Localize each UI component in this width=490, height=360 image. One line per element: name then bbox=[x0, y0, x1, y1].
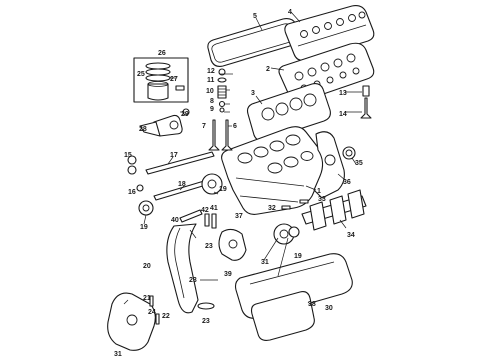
crank-sprocket bbox=[288, 226, 300, 238]
callout-39: 39 bbox=[224, 271, 232, 278]
callout-35: 35 bbox=[355, 160, 363, 167]
callout-18: 18 bbox=[178, 181, 186, 188]
callout-31-case: 31 bbox=[114, 351, 122, 358]
callout-26: 26 bbox=[158, 50, 166, 57]
callout-23-guide: 23 bbox=[205, 243, 213, 250]
oil-pan-lower bbox=[250, 291, 315, 341]
callout-4: 4 bbox=[288, 9, 292, 16]
timing-chain bbox=[166, 223, 199, 314]
callout-7: 7 bbox=[202, 123, 206, 130]
timing-bolts bbox=[149, 295, 160, 325]
callout-2: 2 bbox=[266, 66, 270, 73]
callout-11: 11 bbox=[207, 77, 215, 84]
front-timing-case bbox=[107, 292, 156, 351]
cam-phaser bbox=[201, 173, 223, 195]
valve-spring-assembly bbox=[217, 68, 227, 113]
callout-10: 10 bbox=[206, 88, 214, 95]
valve-cover bbox=[284, 5, 375, 61]
callout-15: 15 bbox=[124, 152, 132, 159]
callout-37: 37 bbox=[235, 213, 243, 220]
callout-25: 25 bbox=[137, 71, 145, 78]
cam-lifters bbox=[127, 155, 144, 192]
callout-30: 30 bbox=[325, 305, 333, 312]
callout-13: 13 bbox=[339, 90, 347, 97]
callout-21: 21 bbox=[143, 295, 151, 302]
leader-lines bbox=[123, 11, 362, 307]
callout-19-crank: 19 bbox=[294, 253, 302, 260]
callout-14: 14 bbox=[339, 111, 347, 118]
callout-19-phaser: 19 bbox=[219, 186, 227, 193]
callout-labels: 1 2 3 4 5 6 7 8 9 10 11 12 13 14 15 16 1… bbox=[124, 9, 363, 325]
callout-29: 29 bbox=[181, 111, 189, 118]
callout-38: 38 bbox=[308, 301, 316, 308]
oil-pump-gear bbox=[197, 302, 215, 310]
callout-19-cam: 19 bbox=[140, 224, 148, 231]
valve-and-seal bbox=[360, 85, 372, 119]
callout-12: 12 bbox=[207, 68, 215, 75]
callout-8: 8 bbox=[210, 98, 214, 105]
callout-42: 42 bbox=[201, 207, 209, 214]
callout-27: 27 bbox=[170, 76, 178, 83]
crank-bolts bbox=[281, 199, 309, 210]
callout-24: 24 bbox=[148, 309, 156, 316]
callout-1: 1 bbox=[317, 188, 321, 195]
callout-5: 5 bbox=[253, 13, 257, 20]
callout-31-pump: 31 bbox=[261, 259, 269, 266]
callout-20: 20 bbox=[143, 263, 151, 270]
front-seal bbox=[342, 146, 356, 160]
callout-41: 41 bbox=[210, 205, 218, 212]
callout-32: 32 bbox=[268, 205, 276, 212]
engine-block bbox=[221, 126, 324, 215]
crank-damper bbox=[273, 223, 295, 245]
callout-22: 22 bbox=[162, 313, 170, 320]
intake-exhaust-valves bbox=[208, 119, 233, 151]
callout-40: 40 bbox=[171, 217, 179, 224]
cam-sprocket bbox=[138, 200, 154, 216]
head-gasket bbox=[246, 83, 331, 142]
timing-cover bbox=[313, 131, 345, 199]
callout-28: 28 bbox=[139, 126, 147, 133]
callout-34: 34 bbox=[347, 232, 355, 239]
callout-33: 33 bbox=[318, 196, 326, 203]
callout-3: 3 bbox=[251, 90, 255, 97]
connecting-rod bbox=[139, 114, 183, 137]
crankshaft bbox=[301, 189, 367, 231]
callout-16: 16 bbox=[128, 189, 136, 196]
callout-17: 17 bbox=[170, 152, 178, 159]
callout-23-chain: 23 bbox=[189, 277, 197, 284]
oil-pump bbox=[218, 228, 247, 261]
callout-36: 36 bbox=[343, 179, 351, 186]
callout-9: 9 bbox=[210, 106, 214, 113]
callout-6: 6 bbox=[233, 123, 237, 130]
piston bbox=[147, 81, 185, 101]
callout-23-gear: 23 bbox=[202, 318, 210, 325]
chain-guides bbox=[179, 209, 217, 229]
